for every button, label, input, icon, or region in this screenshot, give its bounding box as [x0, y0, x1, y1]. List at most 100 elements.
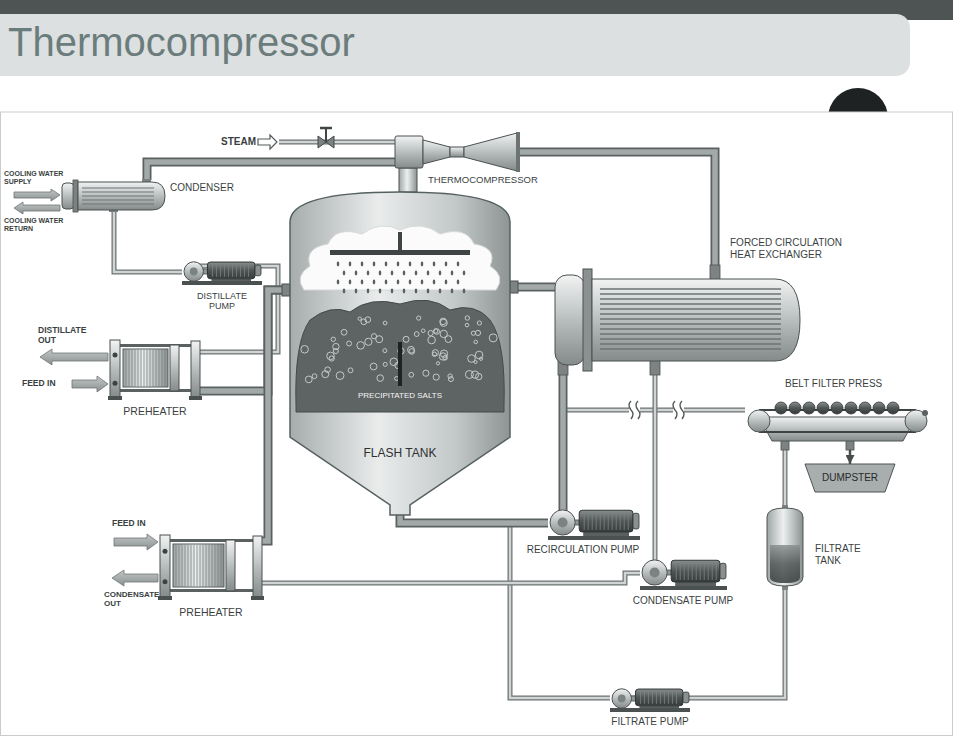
drawing-part	[668, 691, 669, 704]
drawing-part	[448, 377, 453, 382]
drawing-part	[343, 271, 346, 276]
drawing-part	[759, 431, 916, 433]
drawing-part	[228, 264, 229, 277]
drawing-part	[640, 691, 641, 704]
drawing-part	[845, 402, 857, 414]
pipe-connector	[563, 375, 564, 505]
drawing-part	[692, 562, 693, 580]
drawing-part	[409, 372, 414, 377]
drawing-part	[331, 337, 335, 341]
pipe-bore	[560, 375, 566, 505]
drawing-part	[373, 280, 376, 285]
drawing-part	[664, 691, 665, 704]
drawing-part	[434, 329, 440, 335]
pipe-connector	[262, 573, 640, 583]
drawing-part	[226, 540, 235, 591]
equipment-drawing	[745, 395, 930, 450]
pipe-wall	[400, 515, 548, 523]
drawing-part	[688, 562, 689, 580]
equipment-label: FILTRATE PUMP	[600, 716, 700, 728]
drawing-part	[675, 582, 716, 586]
drawing-part	[367, 271, 370, 276]
drawing-part	[656, 691, 657, 704]
drawing-part	[330, 250, 470, 255]
drawing-part	[457, 262, 460, 267]
pipe-connector	[520, 152, 715, 265]
artwork-part	[40, 349, 108, 365]
drawing-part	[618, 695, 626, 703]
drawing-part	[684, 562, 685, 580]
drawing-part	[173, 544, 224, 587]
drawing-part	[62, 183, 74, 209]
drawing-part	[600, 328, 781, 330]
equipment-label: PREHEATER	[105, 405, 205, 417]
pipe-connector	[690, 590, 785, 698]
drawing-part	[710, 265, 720, 280]
drawing-part	[660, 691, 661, 704]
drawing-part	[123, 349, 168, 387]
drawing-part	[805, 464, 895, 492]
drawing-part	[440, 319, 447, 326]
drawing-part	[600, 293, 781, 295]
drawing-part	[365, 317, 371, 323]
pipe-bore	[690, 590, 785, 698]
pump-unit: CONDENSATE PUMP	[640, 555, 727, 590]
drawing-part	[253, 536, 262, 597]
drawing-part	[489, 334, 497, 342]
drawing-part	[215, 545, 216, 586]
drawing-part	[652, 691, 653, 704]
shell-tube-exchanger: FORCED CIRCULATION HEAT EXCHANGER	[555, 265, 800, 375]
drawing-part	[403, 289, 406, 294]
pipe-connector	[147, 162, 395, 180]
drawing-part	[385, 280, 388, 285]
equipment-drawing	[182, 258, 262, 285]
drawing-part	[153, 350, 154, 386]
drawing-part	[415, 289, 418, 294]
drawing-part	[376, 336, 383, 343]
drawing-part	[600, 512, 601, 530]
drawing-part	[82, 191, 154, 192]
drawing-part	[108, 396, 122, 400]
drawing-part	[395, 136, 423, 168]
pipe-wall	[114, 212, 182, 272]
drawing-part	[759, 417, 916, 441]
drawing-part	[465, 371, 473, 379]
pipe-bore	[654, 375, 657, 555]
drawing-part	[451, 271, 454, 276]
drawing-part	[548, 536, 640, 540]
drawing-part	[592, 512, 593, 530]
pipe-connector	[400, 515, 548, 523]
equipment-label: DUMPSTER	[805, 472, 895, 484]
drawing-part	[212, 545, 213, 586]
drawing-part	[421, 280, 424, 285]
drawing-part	[216, 264, 217, 277]
drawing-part	[635, 689, 683, 706]
drawing-part	[191, 545, 192, 586]
drawing-part	[129, 350, 130, 386]
drawing-part	[683, 692, 689, 703]
drawing-part	[436, 362, 439, 365]
drawing-part	[403, 271, 406, 276]
pipe-wall	[147, 162, 395, 180]
stream-label: STEAM	[216, 136, 256, 148]
drawing-part	[365, 338, 372, 345]
drawing-part	[671, 560, 720, 582]
drawing-part	[592, 279, 800, 361]
drawing-part	[859, 402, 871, 414]
drawing-part	[775, 402, 787, 414]
stream-label: FEED IN	[112, 519, 162, 529]
drawing-part	[206, 545, 207, 586]
drawing-part	[337, 262, 340, 267]
pipe-bore	[400, 515, 548, 523]
drawing-part	[648, 691, 649, 704]
drawing-part	[190, 268, 198, 276]
pipe-wall	[690, 590, 785, 698]
drawing-part	[600, 318, 781, 320]
drawing-part	[463, 271, 466, 276]
drawing-part	[817, 402, 829, 414]
drawing-part	[414, 332, 419, 337]
drawing-part	[296, 300, 504, 412]
drawing-part	[584, 512, 585, 530]
drawing-part	[218, 545, 219, 586]
equipment-label: CONDENSATE PUMP	[628, 595, 738, 607]
